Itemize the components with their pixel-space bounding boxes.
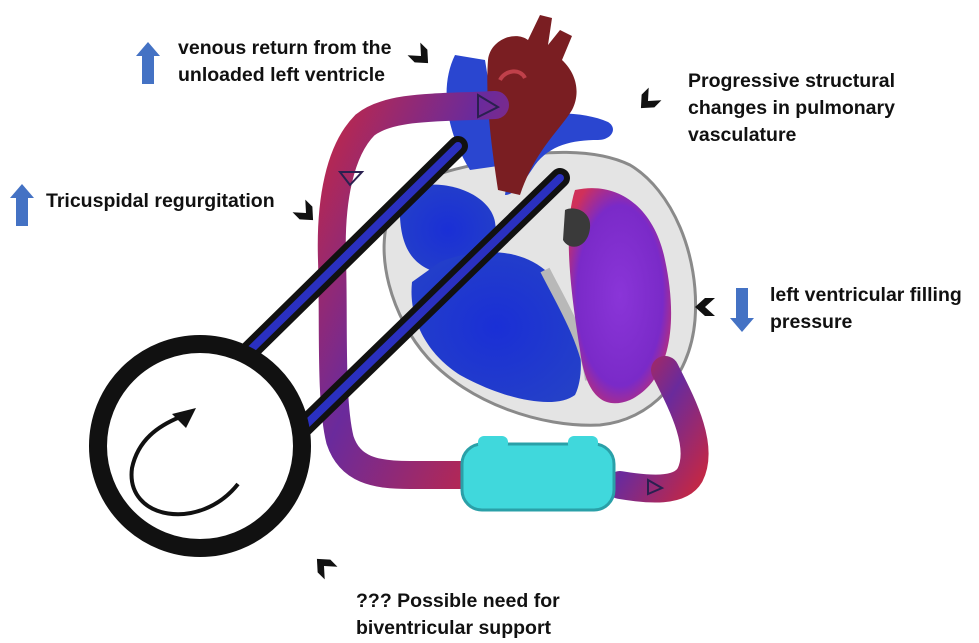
- pump-ring: [98, 344, 302, 548]
- black-chevron-arrow-icon: [408, 43, 435, 70]
- venous-return-line-2: unloaded left ventricle: [178, 62, 391, 89]
- black-chevron-arrow-icon: [311, 553, 338, 580]
- blue-down-arrow-icon: [730, 288, 754, 332]
- biventricular-line-1: ??? Possible need for: [356, 588, 560, 615]
- lv-filling-line-1: left ventricular filling: [770, 282, 962, 309]
- pump-chamber: [462, 444, 614, 510]
- biventricular-line-2: biventricular support: [356, 615, 560, 642]
- black-chevron-arrow-icon: [293, 200, 320, 227]
- venous-return-label: venous return from the unloaded left ven…: [178, 35, 391, 89]
- pump-chamber-cap: [568, 436, 598, 450]
- pump-chamber-cap: [478, 436, 508, 450]
- pulmonary-line-1: Progressive structural: [688, 68, 895, 95]
- venous-return-line-1: venous return from the: [178, 35, 391, 62]
- black-chevron-arrow-icon: [635, 88, 662, 115]
- biventricular-label: ??? Possible need for biventricular supp…: [356, 588, 560, 642]
- pulmonary-line-3: vasculature: [688, 122, 895, 149]
- black-chevron-arrow-icon: [695, 298, 715, 316]
- pulmonary-vasculature-label: Progressive structural changes in pulmon…: [688, 68, 895, 149]
- tricuspid-label: Tricuspidal regurgitation: [46, 188, 275, 215]
- pulmonary-line-2: changes in pulmonary: [688, 95, 895, 122]
- lv-filling-line-2: pressure: [770, 309, 962, 336]
- heart-illustration: [384, 15, 696, 425]
- blue-up-arrow-icon: [136, 42, 160, 84]
- pump-rotor: [98, 344, 302, 548]
- lv-filling-label: left ventricular filling pressure: [770, 282, 962, 336]
- blue-up-arrow-icon: [10, 184, 34, 226]
- tricuspid-line-1: Tricuspidal regurgitation: [46, 188, 275, 215]
